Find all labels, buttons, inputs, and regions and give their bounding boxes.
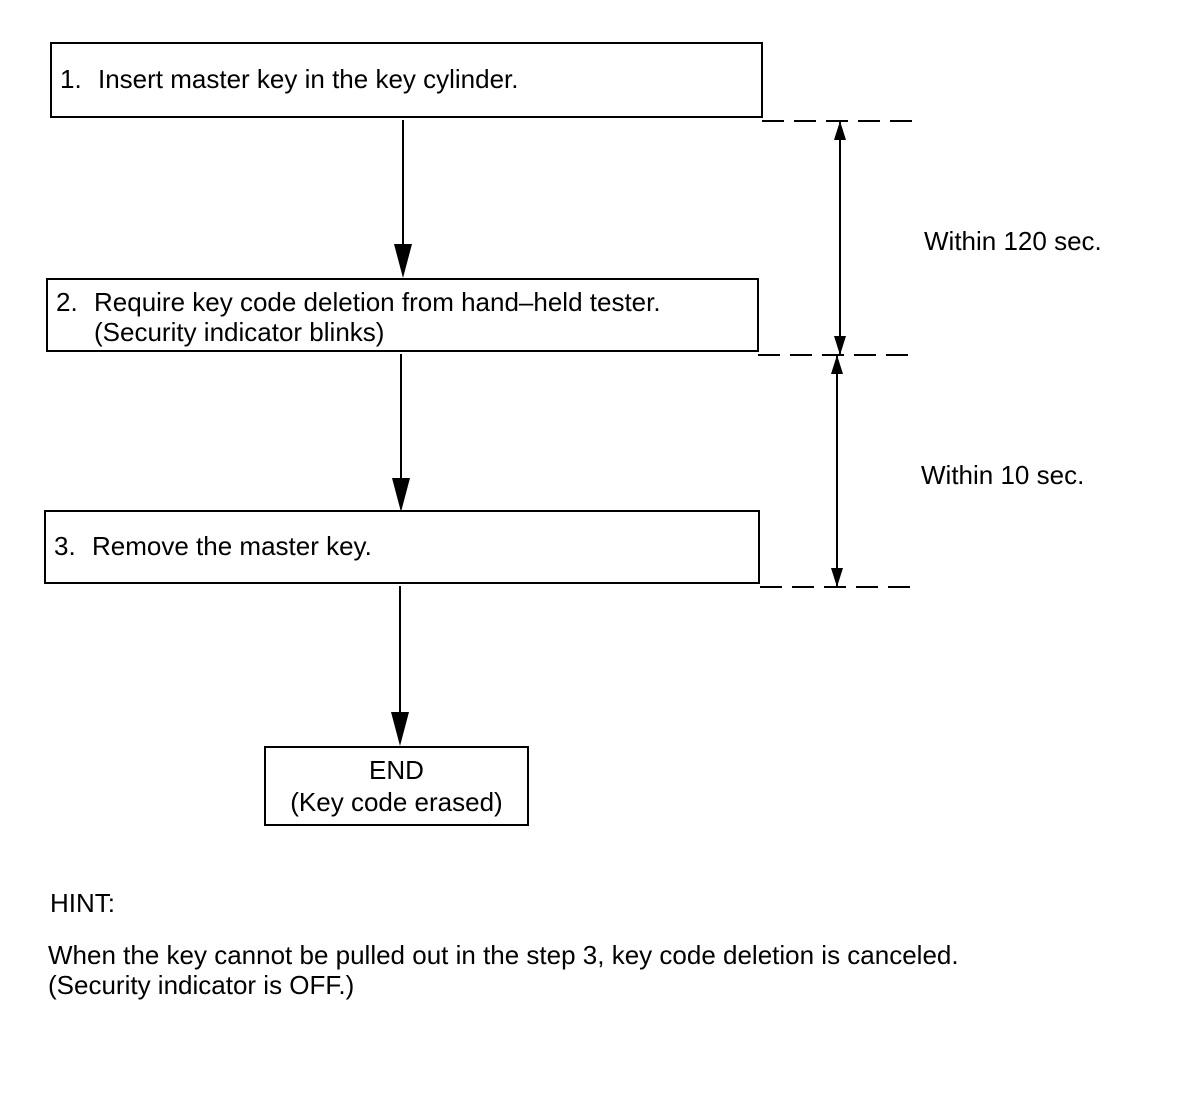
arrowhead-step2: [394, 244, 412, 278]
arrowhead-end: [391, 712, 409, 746]
hint-label: HINT:: [50, 888, 115, 918]
interval-120-top-arrow: [834, 121, 846, 140]
step-2-note: (Security indicator blinks): [94, 317, 385, 347]
timing-label-10-sec: Within 10 sec.: [921, 460, 1085, 490]
step-1-number: 1.: [60, 64, 82, 94]
step-2-text: 2. Require key code deletion from hand–he…: [56, 287, 661, 347]
hint-line-1: When the key cannot be pulled out in the…: [48, 940, 959, 970]
hint-line-2: (Security indicator is OFF.): [48, 970, 355, 1000]
step-1-text: 1. Insert master key in the key cylinder.: [60, 64, 519, 94]
end-title: END: [369, 755, 424, 785]
interval-10-top-arrow: [831, 355, 843, 374]
arrowhead-step3: [392, 478, 410, 512]
step-3-label: Remove the master key.: [92, 531, 372, 561]
hint-text: When the key cannot be pulled out in the…: [48, 940, 959, 1000]
timing-label-120-sec: Within 120 sec.: [924, 226, 1102, 256]
step-1-label: Insert master key in the key cylinder.: [98, 64, 519, 94]
step-1-box: [50, 42, 763, 118]
step-3-box: [44, 510, 760, 584]
step-3-text: 3. Remove the master key.: [54, 531, 372, 561]
end-box: END (Key code erased): [264, 746, 529, 826]
step-3-number: 3.: [54, 531, 76, 561]
interval-120-bottom-arrow: [834, 336, 846, 355]
interval-10-bottom-arrow: [831, 568, 843, 587]
step-2-box: [46, 278, 759, 352]
step-2-label: Require key code deletion from hand–held…: [94, 287, 661, 317]
end-subtitle: (Key code erased): [290, 787, 503, 817]
step-2-number: 2.: [56, 287, 78, 317]
